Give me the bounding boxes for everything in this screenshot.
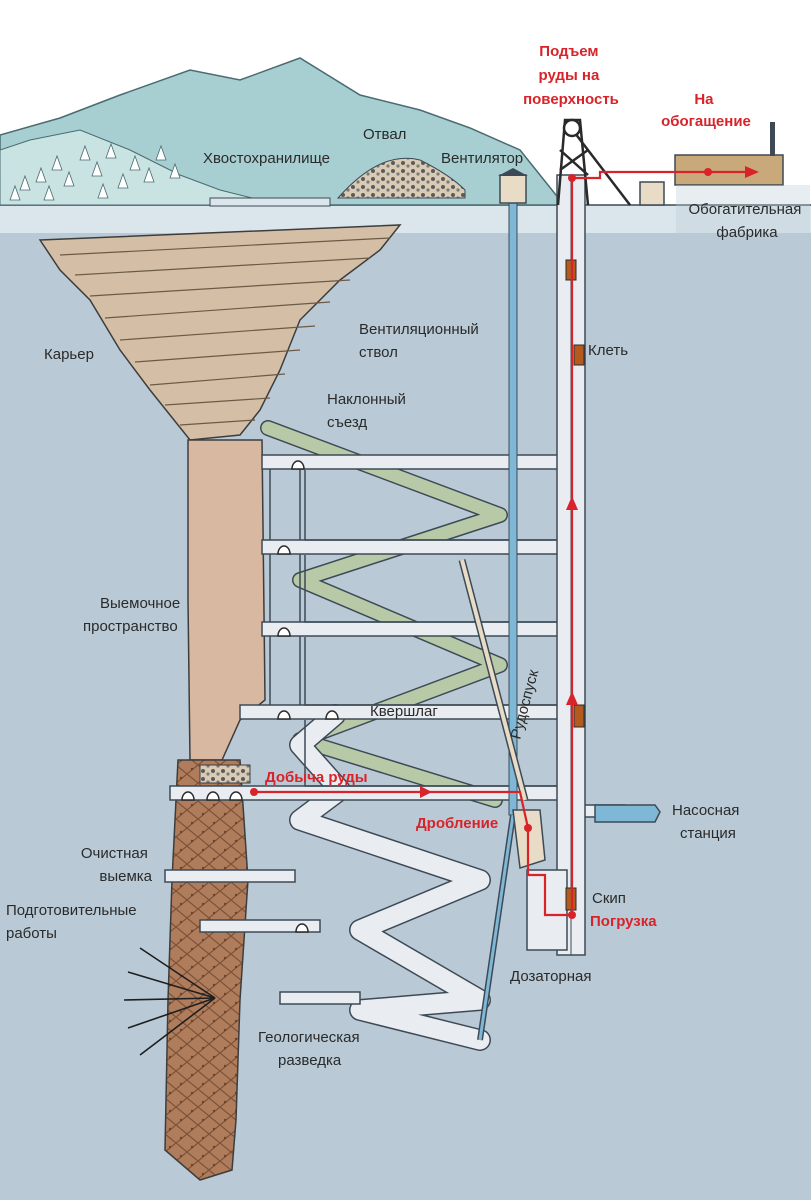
headframe-icon bbox=[556, 118, 631, 206]
stope-void bbox=[187, 439, 266, 761]
metering-label: Дозаторная bbox=[510, 968, 592, 985]
hoist-up-label: Подъем руды на поверхность bbox=[523, 43, 619, 108]
tailings-pond bbox=[209, 197, 331, 207]
flow-arrows bbox=[420, 166, 759, 798]
fan-label: Вентилятор bbox=[441, 150, 523, 167]
loading-label: Погрузка bbox=[590, 913, 657, 930]
stoping-label: Очистная выемка bbox=[81, 845, 153, 885]
exploration-label: Геологическая разведка bbox=[258, 1029, 364, 1069]
stope-void-label: Выемочное пространство bbox=[83, 595, 184, 635]
crushing-label: Дробление bbox=[416, 815, 498, 832]
ore-flow bbox=[254, 170, 750, 917]
waste-dump-icon bbox=[336, 157, 466, 199]
drill-rays bbox=[123, 947, 216, 1056]
ore-mining-label: Добыча руды bbox=[265, 769, 368, 786]
crosscut-label: Квершлаг bbox=[370, 703, 438, 720]
cage-label: Клеть bbox=[588, 342, 628, 359]
pump-station-tank bbox=[594, 804, 661, 823]
vent-shaft-label: Вентиляционный ствол bbox=[359, 321, 483, 361]
fan-house-icon bbox=[498, 168, 528, 204]
dump-label: Отвал bbox=[363, 126, 406, 143]
forest-icon bbox=[9, 142, 181, 201]
to-plant-label: На обогащение bbox=[661, 91, 751, 130]
plant-label: Обогатительная фабрика bbox=[688, 201, 805, 241]
skip-label: Скип bbox=[592, 890, 626, 907]
pump-station-label: Насосная станция bbox=[672, 802, 744, 842]
metering-station bbox=[526, 869, 568, 951]
pit-label: Карьер bbox=[44, 346, 94, 363]
development-label: Подготовительные работы bbox=[6, 902, 141, 942]
decline-label: Наклонный съезд bbox=[327, 391, 410, 431]
drawpoints bbox=[181, 460, 339, 933]
broken-ore bbox=[199, 764, 251, 784]
ore-body bbox=[164, 759, 249, 1181]
tailings-label: Хвостохранилище bbox=[203, 150, 330, 167]
surface-strip bbox=[0, 205, 811, 233]
processing-plant-icon bbox=[674, 122, 810, 247]
